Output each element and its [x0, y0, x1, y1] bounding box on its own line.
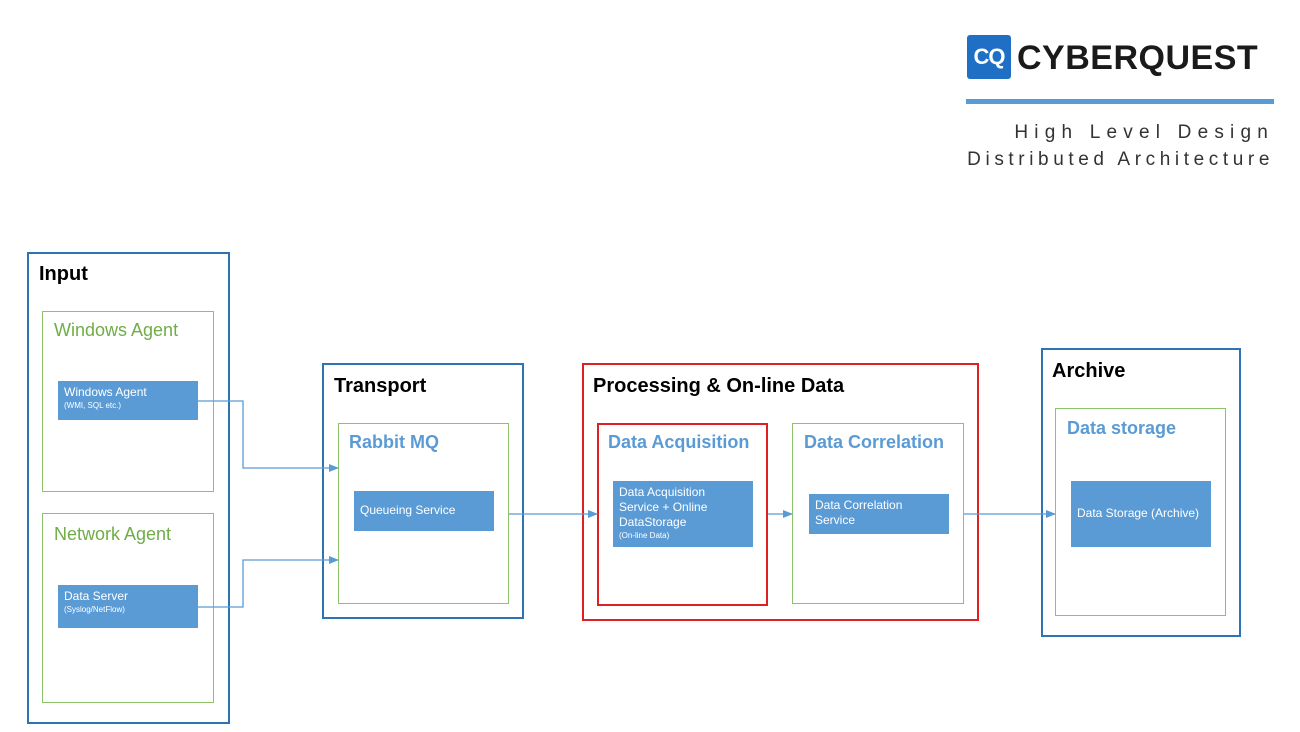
windows-agent-component: Windows Agent (WMI, SQL etc.)	[58, 381, 198, 420]
rabbit-mq-title: Rabbit MQ	[349, 432, 439, 452]
data-correlation-component: Data Correlation Service	[809, 494, 949, 534]
data-storage-label: Data Storage (Archive)	[1077, 506, 1200, 520]
data-server-component-label: Data Server	[64, 589, 129, 603]
subtitle-line-2: Distributed Architecture	[967, 149, 1274, 170]
data-storage-component: Data Storage (Archive)	[1071, 481, 1211, 547]
data-acquisition-title: Data Acquisition	[608, 432, 750, 452]
data-acquisition-component: Data Acquisition Service + Online DataSt…	[613, 481, 753, 547]
transport-group	[322, 363, 524, 619]
logo-divider	[966, 99, 1274, 104]
data-acquisition-panel	[597, 423, 768, 606]
data-acquisition-label: Data Acquisition Service + Online DataSt…	[619, 485, 708, 529]
data-correlation-label: Data Correlation Service	[815, 498, 903, 527]
data-acquisition-note: (On-line Data)	[619, 531, 670, 540]
data-storage-title: Data storage	[1067, 418, 1177, 438]
data-server-component-note: (Syslog/NetFlow)	[64, 605, 125, 614]
windows-agent-component-note: (WMI, SQL etc.)	[64, 401, 122, 410]
queueing-service-label: Queueing Service	[360, 503, 456, 517]
data-server-component: Data Server (Syslog/NetFlow)	[58, 585, 198, 628]
archive-group	[1041, 348, 1241, 637]
input-group	[27, 252, 230, 724]
logo-name: CYBERQUEST	[1017, 39, 1259, 77]
archive-group-title: Archive	[1052, 360, 1126, 382]
subtitle-line-1: High Level Design	[1014, 122, 1274, 143]
network-agent-title: Network Agent	[54, 524, 172, 544]
logo-badge: CQ	[967, 35, 1011, 79]
transport-group-title: Transport	[334, 375, 427, 397]
network-to-transport-arrow	[198, 556, 339, 608]
processing-group-title: Processing & On-line Data	[593, 375, 845, 397]
windows-to-transport-arrow	[198, 400, 339, 472]
input-group-title: Input	[39, 263, 88, 285]
windows-agent-title: Windows Agent	[54, 320, 179, 340]
windows-agent-component-label: Windows Agent	[64, 385, 147, 399]
queueing-service-component: Queueing Service	[354, 491, 494, 531]
data-correlation-title: Data Correlation	[804, 432, 945, 452]
processing-group	[582, 363, 979, 621]
